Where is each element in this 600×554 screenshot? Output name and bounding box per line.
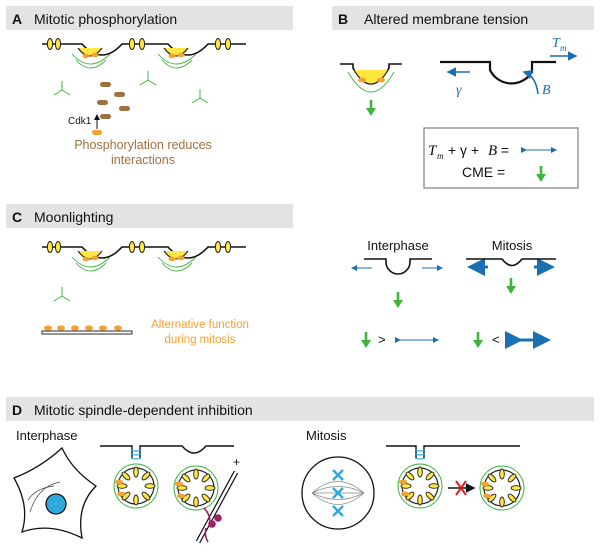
- tension-equation-box: T m + γ + B = CME =: [423, 127, 579, 189]
- inhibition-x-icon: [455, 480, 467, 496]
- c-interphase-label: Interphase: [367, 238, 428, 253]
- mitosis-membrane: [386, 445, 525, 511]
- free-triskelia: [53, 70, 209, 104]
- panel-b-header: [332, 6, 594, 30]
- free-triskelion: [53, 286, 71, 302]
- microtubule-with-adaptors: [41, 325, 133, 335]
- panel-d: D Mitotic spindle-dependent inhibition I…: [6, 397, 594, 544]
- plus-end-label: +: [233, 455, 240, 469]
- tension-pit: [340, 63, 402, 116]
- c-mitosis-label: Mitosis: [492, 238, 533, 253]
- alt-function-line2: during mitosis: [165, 334, 236, 346]
- panel-d-letter: D: [12, 402, 22, 418]
- interphase-cell: [13, 446, 98, 540]
- phosphorylated-adaptors: [97, 82, 130, 119]
- d-interphase-label: Interphase: [16, 428, 77, 443]
- panel-d-title: Mitotic spindle-dependent inhibition: [34, 402, 253, 418]
- gamma-label: γ: [456, 83, 462, 98]
- tm-subscript: m: [560, 43, 567, 53]
- b-label: B: [542, 83, 551, 98]
- adaptor: [92, 130, 102, 135]
- panel-a-membrane: [42, 38, 246, 69]
- panel-a-title: Mitotic phosphorylation: [34, 11, 177, 27]
- interphase-pit: >: [351, 258, 443, 348]
- d-mitosis-label: Mitosis: [306, 428, 347, 443]
- panel-a-header: [6, 6, 293, 30]
- mitotic-cell: [301, 456, 375, 530]
- panel-a-note-line2: interactions: [111, 153, 175, 167]
- panel-b-title: Altered membrane tension: [364, 11, 528, 27]
- panel-b-letter: B: [338, 11, 348, 27]
- panel-c-letter: C: [12, 209, 22, 225]
- alt-function-line1: Alternative function: [151, 319, 249, 331]
- eq-tm: T: [428, 143, 438, 159]
- interphase-membrane: +: [100, 445, 240, 544]
- panel-c-title: Moonlighting: [34, 209, 113, 225]
- tension-forces-diagram: T m γ B: [440, 36, 578, 98]
- panel-c-header: [6, 204, 293, 228]
- eq-cme: CME =: [462, 164, 505, 180]
- panel-a: A Mitotic phosphorylation Cdk1 Phosphory…: [6, 6, 293, 167]
- motor-protein: [203, 507, 222, 543]
- eq-equals: =: [497, 142, 509, 158]
- panel-d-header: [6, 397, 594, 421]
- eq-b: B: [488, 143, 497, 159]
- lt-sign: <: [492, 332, 500, 347]
- mitosis-pit: <: [466, 258, 556, 349]
- panel-c: C Moonlighting Alternative function duri…: [6, 204, 556, 349]
- microtubule: +: [195, 455, 240, 544]
- panel-c-membrane: [42, 241, 246, 272]
- panel-b: B Altered membrane tension T m γ B T m +…: [332, 6, 594, 189]
- cdk1-label: Cdk1: [68, 116, 92, 127]
- panel-a-note-line1: Phosphorylation reduces: [74, 138, 212, 152]
- eq-gamma: + γ +: [444, 142, 483, 158]
- gt-sign: >: [378, 332, 386, 347]
- tm-label: T: [552, 36, 561, 51]
- eq-tm-sub: m: [437, 151, 444, 161]
- panel-a-letter: A: [12, 11, 22, 27]
